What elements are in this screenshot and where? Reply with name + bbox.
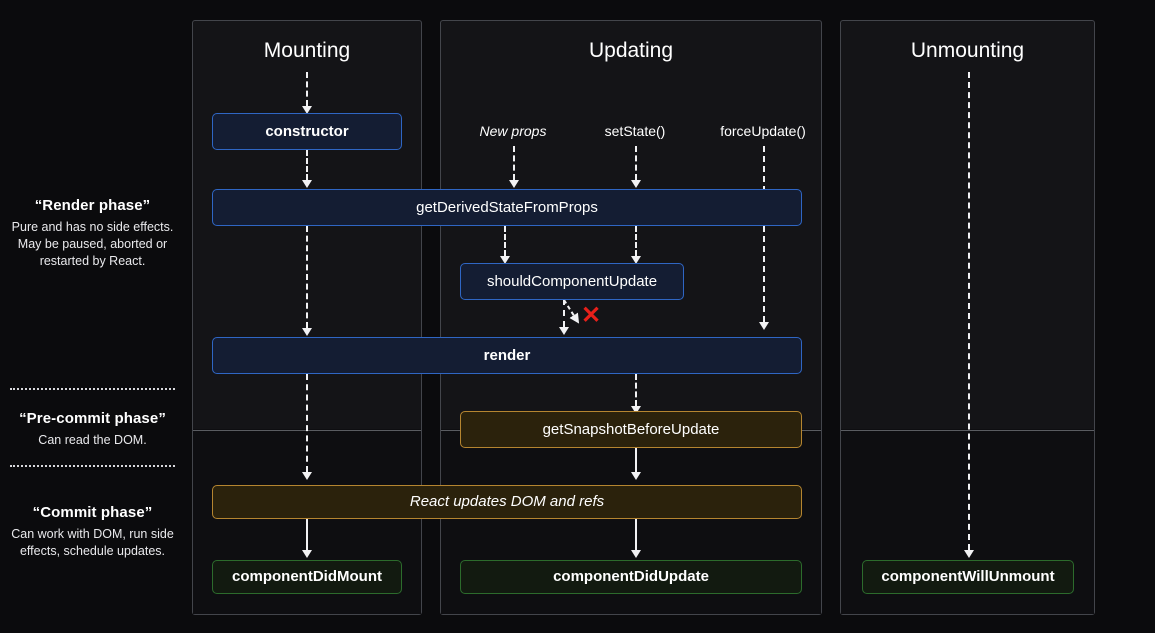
abort-x-icon: ✕ bbox=[581, 302, 602, 329]
arrowhead bbox=[964, 550, 974, 558]
arrowhead bbox=[302, 328, 312, 336]
connector-force-update-to-render bbox=[763, 146, 765, 322]
arrowhead bbox=[509, 180, 519, 188]
arrowhead bbox=[631, 472, 641, 480]
connector-mount-entry bbox=[306, 72, 308, 106]
box-should-component-update[interactable]: shouldComponentUpdate bbox=[460, 263, 684, 300]
arrowhead bbox=[302, 472, 312, 480]
box-component-will-unmount[interactable]: componentWillUnmount bbox=[862, 560, 1074, 594]
connector-set-state-to-gdsfp bbox=[635, 146, 637, 180]
box-component-did-mount[interactable]: componentDidMount bbox=[212, 560, 402, 594]
connector-domupdate-to-did-mount bbox=[306, 518, 308, 550]
connector-constructor-to-gdsfp bbox=[306, 150, 308, 180]
connector-gdsfp-to-render-mount bbox=[306, 226, 308, 328]
legend-divider-top bbox=[10, 388, 175, 390]
box-react-updates-dom-and-refs[interactable]: React updates DOM and refs bbox=[212, 485, 802, 519]
column-title: Updating bbox=[588, 39, 674, 62]
arrowhead bbox=[302, 550, 312, 558]
column-title: Unmounting bbox=[910, 39, 1025, 62]
connector-render-to-snapshot bbox=[635, 374, 637, 406]
arrowhead bbox=[759, 322, 769, 330]
arrowhead bbox=[631, 406, 641, 414]
arrowhead bbox=[500, 256, 510, 264]
connector-render-to-domupdate-mount bbox=[306, 374, 308, 472]
legend-body: Pure and has no side effects. May be pau… bbox=[11, 220, 174, 268]
box-component-did-update[interactable]: componentDidUpdate bbox=[460, 560, 802, 594]
box-get-snapshot-before-update[interactable]: getSnapshotBeforeUpdate bbox=[460, 411, 802, 448]
box-get-derived-state-from-props[interactable]: getDerivedStateFromProps bbox=[212, 189, 802, 226]
connector-domupdate-to-did-update bbox=[635, 518, 637, 550]
box-constructor[interactable]: constructor bbox=[212, 113, 402, 150]
arrowhead bbox=[302, 180, 312, 188]
column-title: Mounting bbox=[263, 39, 351, 62]
trigger-new-props: New props bbox=[479, 123, 547, 139]
legend-pre-commit-phase: “Pre-commit phase” Can read the DOM. bbox=[0, 409, 185, 449]
column-divider-pre-commit bbox=[841, 430, 1094, 431]
legend-title: “Pre-commit phase” bbox=[19, 410, 166, 427]
arrowhead bbox=[631, 256, 641, 264]
connector-gdsfp-to-scu-right bbox=[635, 226, 637, 256]
connector-snapshot-to-domupdate bbox=[635, 448, 637, 472]
arrowhead bbox=[631, 550, 641, 558]
connector-unmount-spine bbox=[968, 72, 970, 550]
legend-title: “Render phase” bbox=[34, 197, 151, 214]
legend-render-phase: “Render phase” Pure and has no side effe… bbox=[0, 196, 185, 270]
arrowhead bbox=[631, 180, 641, 188]
connector-new-props-to-gdsfp bbox=[513, 146, 515, 180]
trigger-set-state: setState() bbox=[604, 123, 666, 139]
legend-title: “Commit phase” bbox=[32, 504, 153, 521]
connector-scu-true-to-render bbox=[563, 299, 565, 327]
arrowhead bbox=[559, 327, 569, 335]
trigger-force-update: forceUpdate() bbox=[720, 123, 806, 139]
box-render[interactable]: render bbox=[212, 337, 802, 374]
legend-divider-bottom bbox=[10, 465, 175, 467]
legend-body: Can read the DOM. bbox=[38, 433, 147, 447]
legend-commit-phase: “Commit phase” Can work with DOM, run si… bbox=[0, 503, 185, 560]
legend-body: Can work with DOM, run side effects, sch… bbox=[11, 527, 174, 558]
connector-gdsfp-to-scu-left bbox=[504, 226, 506, 256]
arrowhead bbox=[302, 106, 312, 114]
